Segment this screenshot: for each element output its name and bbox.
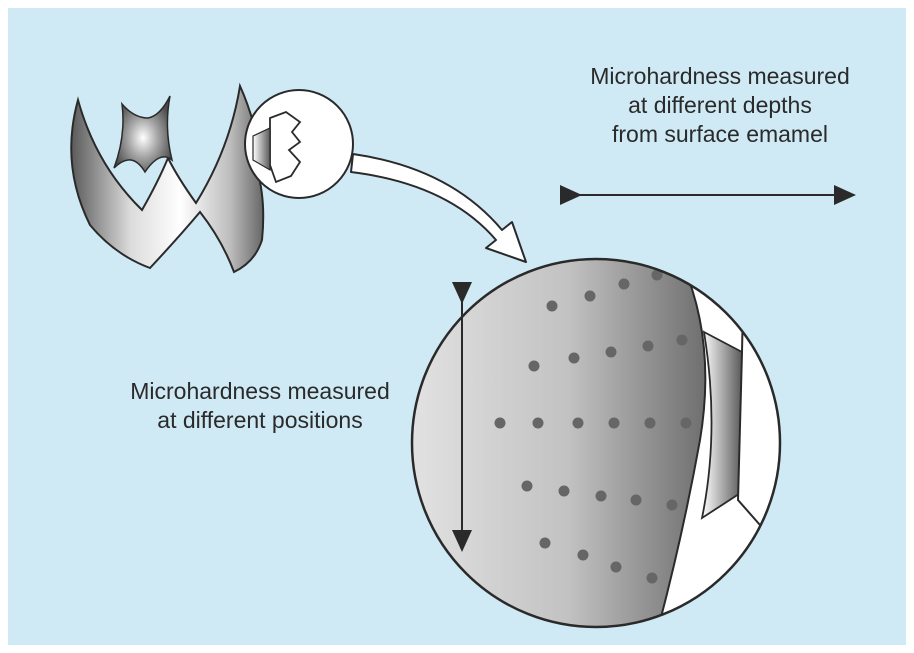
measurement-dot [681, 418, 692, 429]
position-caption: Microhardness measured at different posi… [60, 377, 460, 435]
restoration-outline [738, 284, 844, 540]
enamel-section [400, 230, 705, 640]
measurement-dot [578, 550, 589, 561]
measurement-dot [667, 500, 678, 511]
measurement-dot [495, 418, 506, 429]
measurement-dot [569, 353, 580, 364]
measurement-dot [643, 341, 654, 352]
measurement-dot [522, 481, 533, 492]
measurement-dot [609, 418, 620, 429]
depth-caption-line-3: from surface emamel [612, 121, 828, 147]
depth-caption: Microhardness measured at different dept… [505, 62, 914, 149]
pulp-chamber [114, 96, 172, 172]
position-caption-line-1: Microhardness measured [130, 378, 390, 404]
magnifier-large [400, 230, 844, 640]
measurement-dot [547, 301, 558, 312]
tooth-crown [71, 86, 270, 272]
measurement-dot [573, 418, 584, 429]
measurement-dot [647, 573, 658, 584]
measurement-dot [645, 418, 656, 429]
measurement-dot [611, 562, 622, 573]
depth-caption-line-2: at different depths [628, 92, 812, 118]
measurement-dot [585, 291, 596, 302]
measurement-dot [619, 279, 630, 290]
measurement-dot [596, 491, 607, 502]
measurement-dot [529, 361, 540, 372]
depth-caption-line-1: Microhardness measured [590, 63, 850, 89]
measurement-dot [533, 418, 544, 429]
measurement-dot [631, 495, 642, 506]
position-caption-line-2: at different positions [157, 407, 362, 433]
measurement-dot [559, 486, 570, 497]
zoom-arrow [351, 154, 526, 262]
measurement-dot [606, 347, 617, 358]
measurement-dot [677, 335, 688, 346]
measurement-dot [540, 538, 551, 549]
magnifier-small [245, 90, 353, 198]
